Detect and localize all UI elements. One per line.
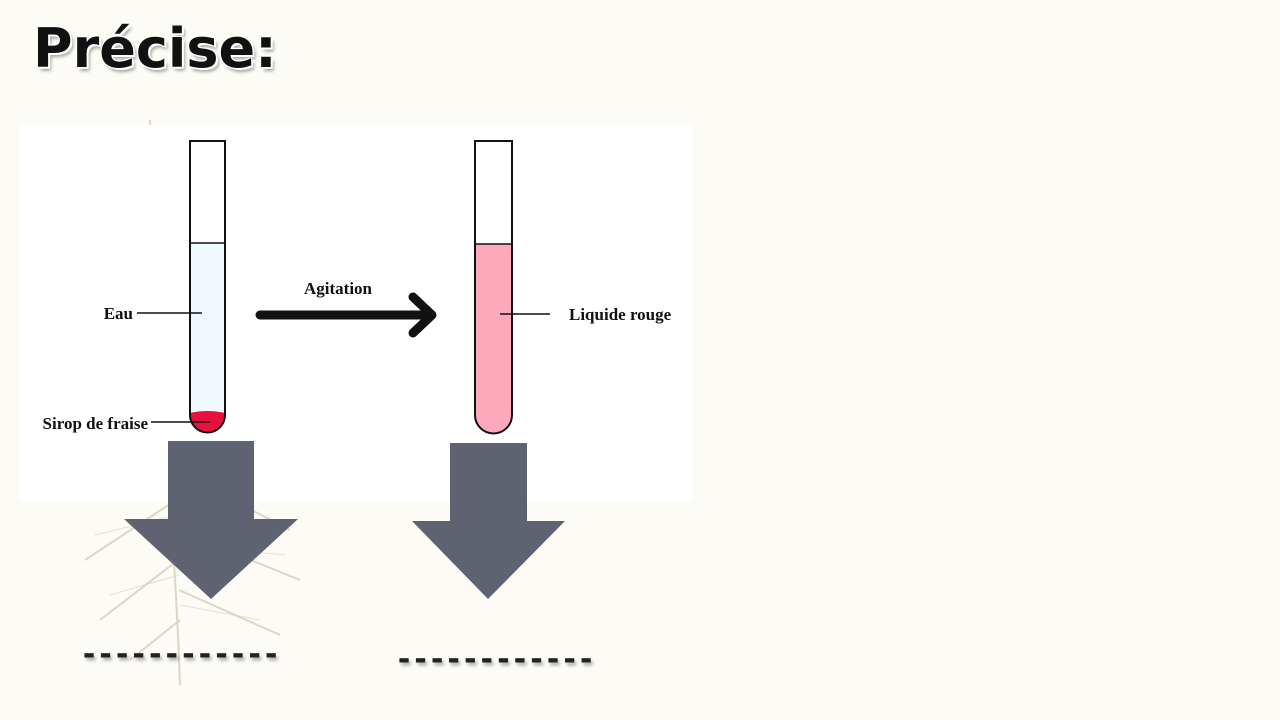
- label-red-liquid: Liquide rouge: [569, 305, 672, 324]
- answer-blank-left[interactable]: ------------: [80, 637, 280, 672]
- label-syrup: Sirop de fraise: [43, 414, 149, 433]
- slide-title: Précise:: [33, 17, 277, 80]
- label-water: Eau: [104, 304, 133, 323]
- test-tube-left: [189, 140, 226, 434]
- water-liquid: [190, 243, 225, 433]
- diagram-panel: Eau Sirop de fraise Agitation Liquide ro…: [20, 125, 692, 502]
- agitation-arrow: [255, 292, 437, 338]
- diagram-figure: Eau Sirop de fraise Agitation Liquide ro…: [43, 140, 672, 435]
- red-liquid: [475, 244, 512, 434]
- answer-blank-right[interactable]: ------------: [395, 642, 595, 677]
- label-agitation: Agitation: [304, 279, 373, 298]
- test-tube-right: [474, 140, 513, 435]
